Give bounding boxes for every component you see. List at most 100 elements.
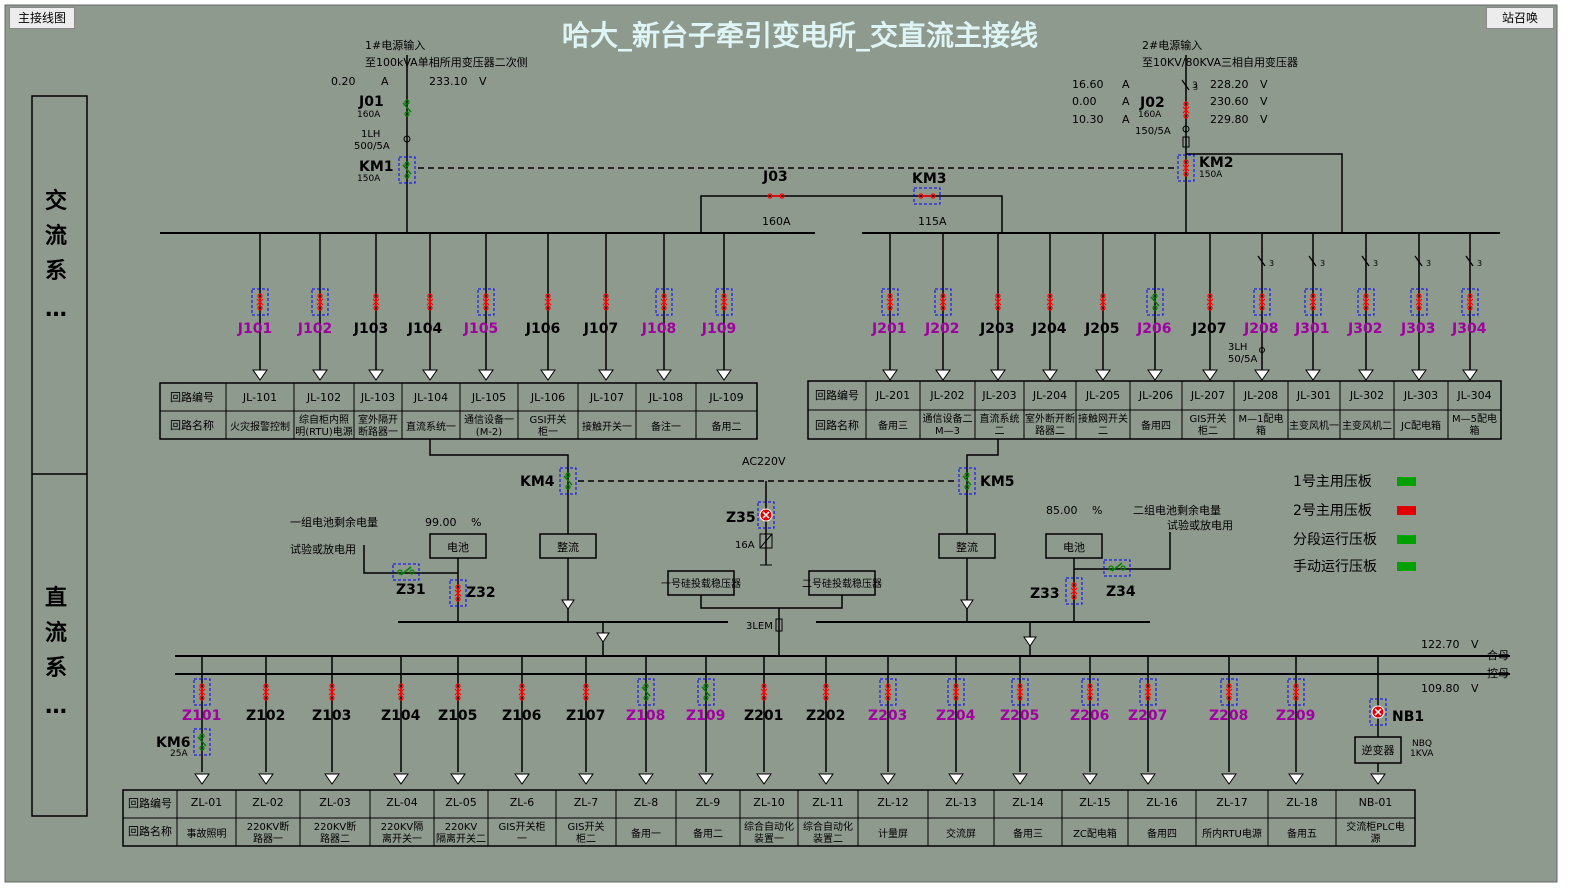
switch-Z201[interactable] (760, 683, 768, 701)
switch-J303[interactable] (1410, 288, 1428, 316)
switch-J108[interactable] (655, 288, 673, 316)
contact-blade (400, 566, 412, 576)
switch-Z108[interactable] (637, 678, 655, 706)
open-mark (1258, 298, 1266, 306)
switch-Z105[interactable] (454, 683, 462, 701)
source2-current: 0.00 (1072, 95, 1097, 108)
feeder-name-J208: M—1配电 (1239, 412, 1284, 425)
source1-voltage: 233.10 (429, 75, 468, 88)
source2-fuse-icon (1182, 136, 1190, 148)
switch-Z109[interactable] (697, 678, 715, 706)
switch-KM5[interactable] (958, 467, 976, 495)
switch-Z101[interactable] (193, 678, 211, 706)
source2-current-unit: A (1122, 78, 1130, 91)
switch-J205[interactable] (1099, 293, 1107, 311)
switch-KM2[interactable] (1177, 154, 1195, 182)
switch-Z31[interactable] (392, 563, 420, 581)
switch-J304[interactable] (1461, 288, 1479, 316)
feeder-arrow-icon (1012, 773, 1028, 785)
battery1-unit: % (471, 516, 481, 529)
switch-J104[interactable] (426, 293, 434, 311)
ac-right-name-header: 回路名称 (815, 418, 859, 432)
switch-Z32[interactable] (449, 579, 467, 607)
z31-wire (363, 545, 458, 574)
switch-Z206[interactable] (1081, 678, 1099, 706)
switch-Z205[interactable] (1011, 678, 1029, 706)
feeder-code-J304: JL-304 (1456, 389, 1491, 402)
switch-Z107[interactable] (582, 683, 590, 701)
switch-J207[interactable] (1206, 293, 1214, 311)
side-ac-char: 流 (45, 223, 67, 249)
source2-voltage: 229.80 (1210, 113, 1249, 126)
switch-J201[interactable] (881, 288, 899, 316)
switch-J101[interactable] (251, 288, 269, 316)
feeder-arrow-icon (478, 369, 494, 381)
switch-J103[interactable] (372, 293, 380, 311)
feeder-code-Z202: ZL-11 (812, 796, 843, 809)
switch-J102[interactable] (311, 288, 329, 316)
control-bus-label: 控母 (1487, 666, 1509, 680)
switch-KM4[interactable] (559, 467, 577, 495)
feeder-code-Z108: ZL-8 (634, 796, 658, 809)
station-call-button[interactable]: 站召唤 (1486, 7, 1554, 29)
switch-J203[interactable] (994, 293, 1002, 311)
switch-J109[interactable] (715, 288, 733, 316)
feeder-name-J205: 接触网开关 (1078, 412, 1128, 425)
switch-Z103[interactable] (328, 683, 336, 701)
switch-KM3[interactable] (913, 187, 941, 205)
feeder-code-Z208: ZL-17 (1216, 796, 1247, 809)
switch-J107[interactable] (602, 293, 610, 311)
legend-label: 2号主用压板 (1293, 503, 1372, 519)
switch-Z202[interactable] (822, 683, 830, 701)
switch-NB1[interactable] (1369, 698, 1387, 726)
switch-Z34[interactable] (1103, 559, 1131, 577)
switch-Z203[interactable] (879, 678, 897, 706)
feeder-code-J106: JL-106 (530, 391, 565, 404)
switch-J01[interactable] (402, 99, 412, 117)
selection-frame (1304, 288, 1322, 316)
feeder-name-Z105: 220KV (445, 822, 478, 833)
selection-frame (1410, 288, 1428, 316)
feeder-code-Z209: ZL-18 (1286, 796, 1317, 809)
feeder-arrow-icon (698, 773, 714, 785)
switch-Z209[interactable] (1287, 678, 1305, 706)
switch-J105[interactable] (477, 288, 495, 316)
switch-label-J01: J01 (358, 94, 384, 110)
switch-KM1[interactable] (398, 156, 416, 184)
z34-wire (1074, 532, 1171, 570)
switch-J03[interactable] (767, 193, 785, 199)
main-wiring-button[interactable]: 主接线图 (9, 7, 75, 29)
feeder-name-J107: 接触开关一 (582, 420, 632, 433)
z35-rating: 16A (735, 540, 755, 551)
feeder-code-J201: JL-201 (875, 389, 910, 402)
switch-Z104[interactable] (397, 683, 405, 701)
switch-J02[interactable] (1182, 101, 1190, 119)
switch-Z106[interactable] (518, 683, 526, 701)
feeder-label-Z105: Z105 (438, 708, 477, 724)
feeder-arrow-icon (880, 773, 896, 785)
switch-J206[interactable] (1146, 288, 1164, 316)
selection-frame (881, 288, 899, 316)
switch-Z102[interactable] (262, 683, 270, 701)
switch-J302[interactable] (1357, 288, 1375, 316)
open-mark (720, 298, 728, 306)
switch-J202[interactable] (934, 288, 952, 316)
feeder-name-J104: 直流系统一 (406, 420, 456, 433)
side-ac-char: 系 (45, 259, 67, 284)
switch-KM6[interactable] (193, 728, 211, 756)
open-mark (1144, 688, 1152, 696)
switch-Z33[interactable] (1065, 577, 1083, 605)
selection-frame (715, 288, 733, 316)
switch-J301[interactable] (1304, 288, 1322, 316)
feeder-code-J302: JL-302 (1349, 389, 1384, 402)
contact-dot (404, 161, 410, 167)
switch-J204[interactable] (1046, 293, 1054, 311)
switch-Z204[interactable] (947, 678, 965, 706)
switch-Z35[interactable] (757, 501, 775, 529)
switch-Z207[interactable] (1139, 678, 1157, 706)
switch-J208[interactable] (1253, 288, 1271, 316)
contact-dot (199, 745, 205, 751)
switch-Z208[interactable] (1220, 678, 1238, 706)
switch-J106[interactable] (544, 293, 552, 311)
stabilizer2-label: 二号硅投载稳压器 (802, 577, 882, 590)
